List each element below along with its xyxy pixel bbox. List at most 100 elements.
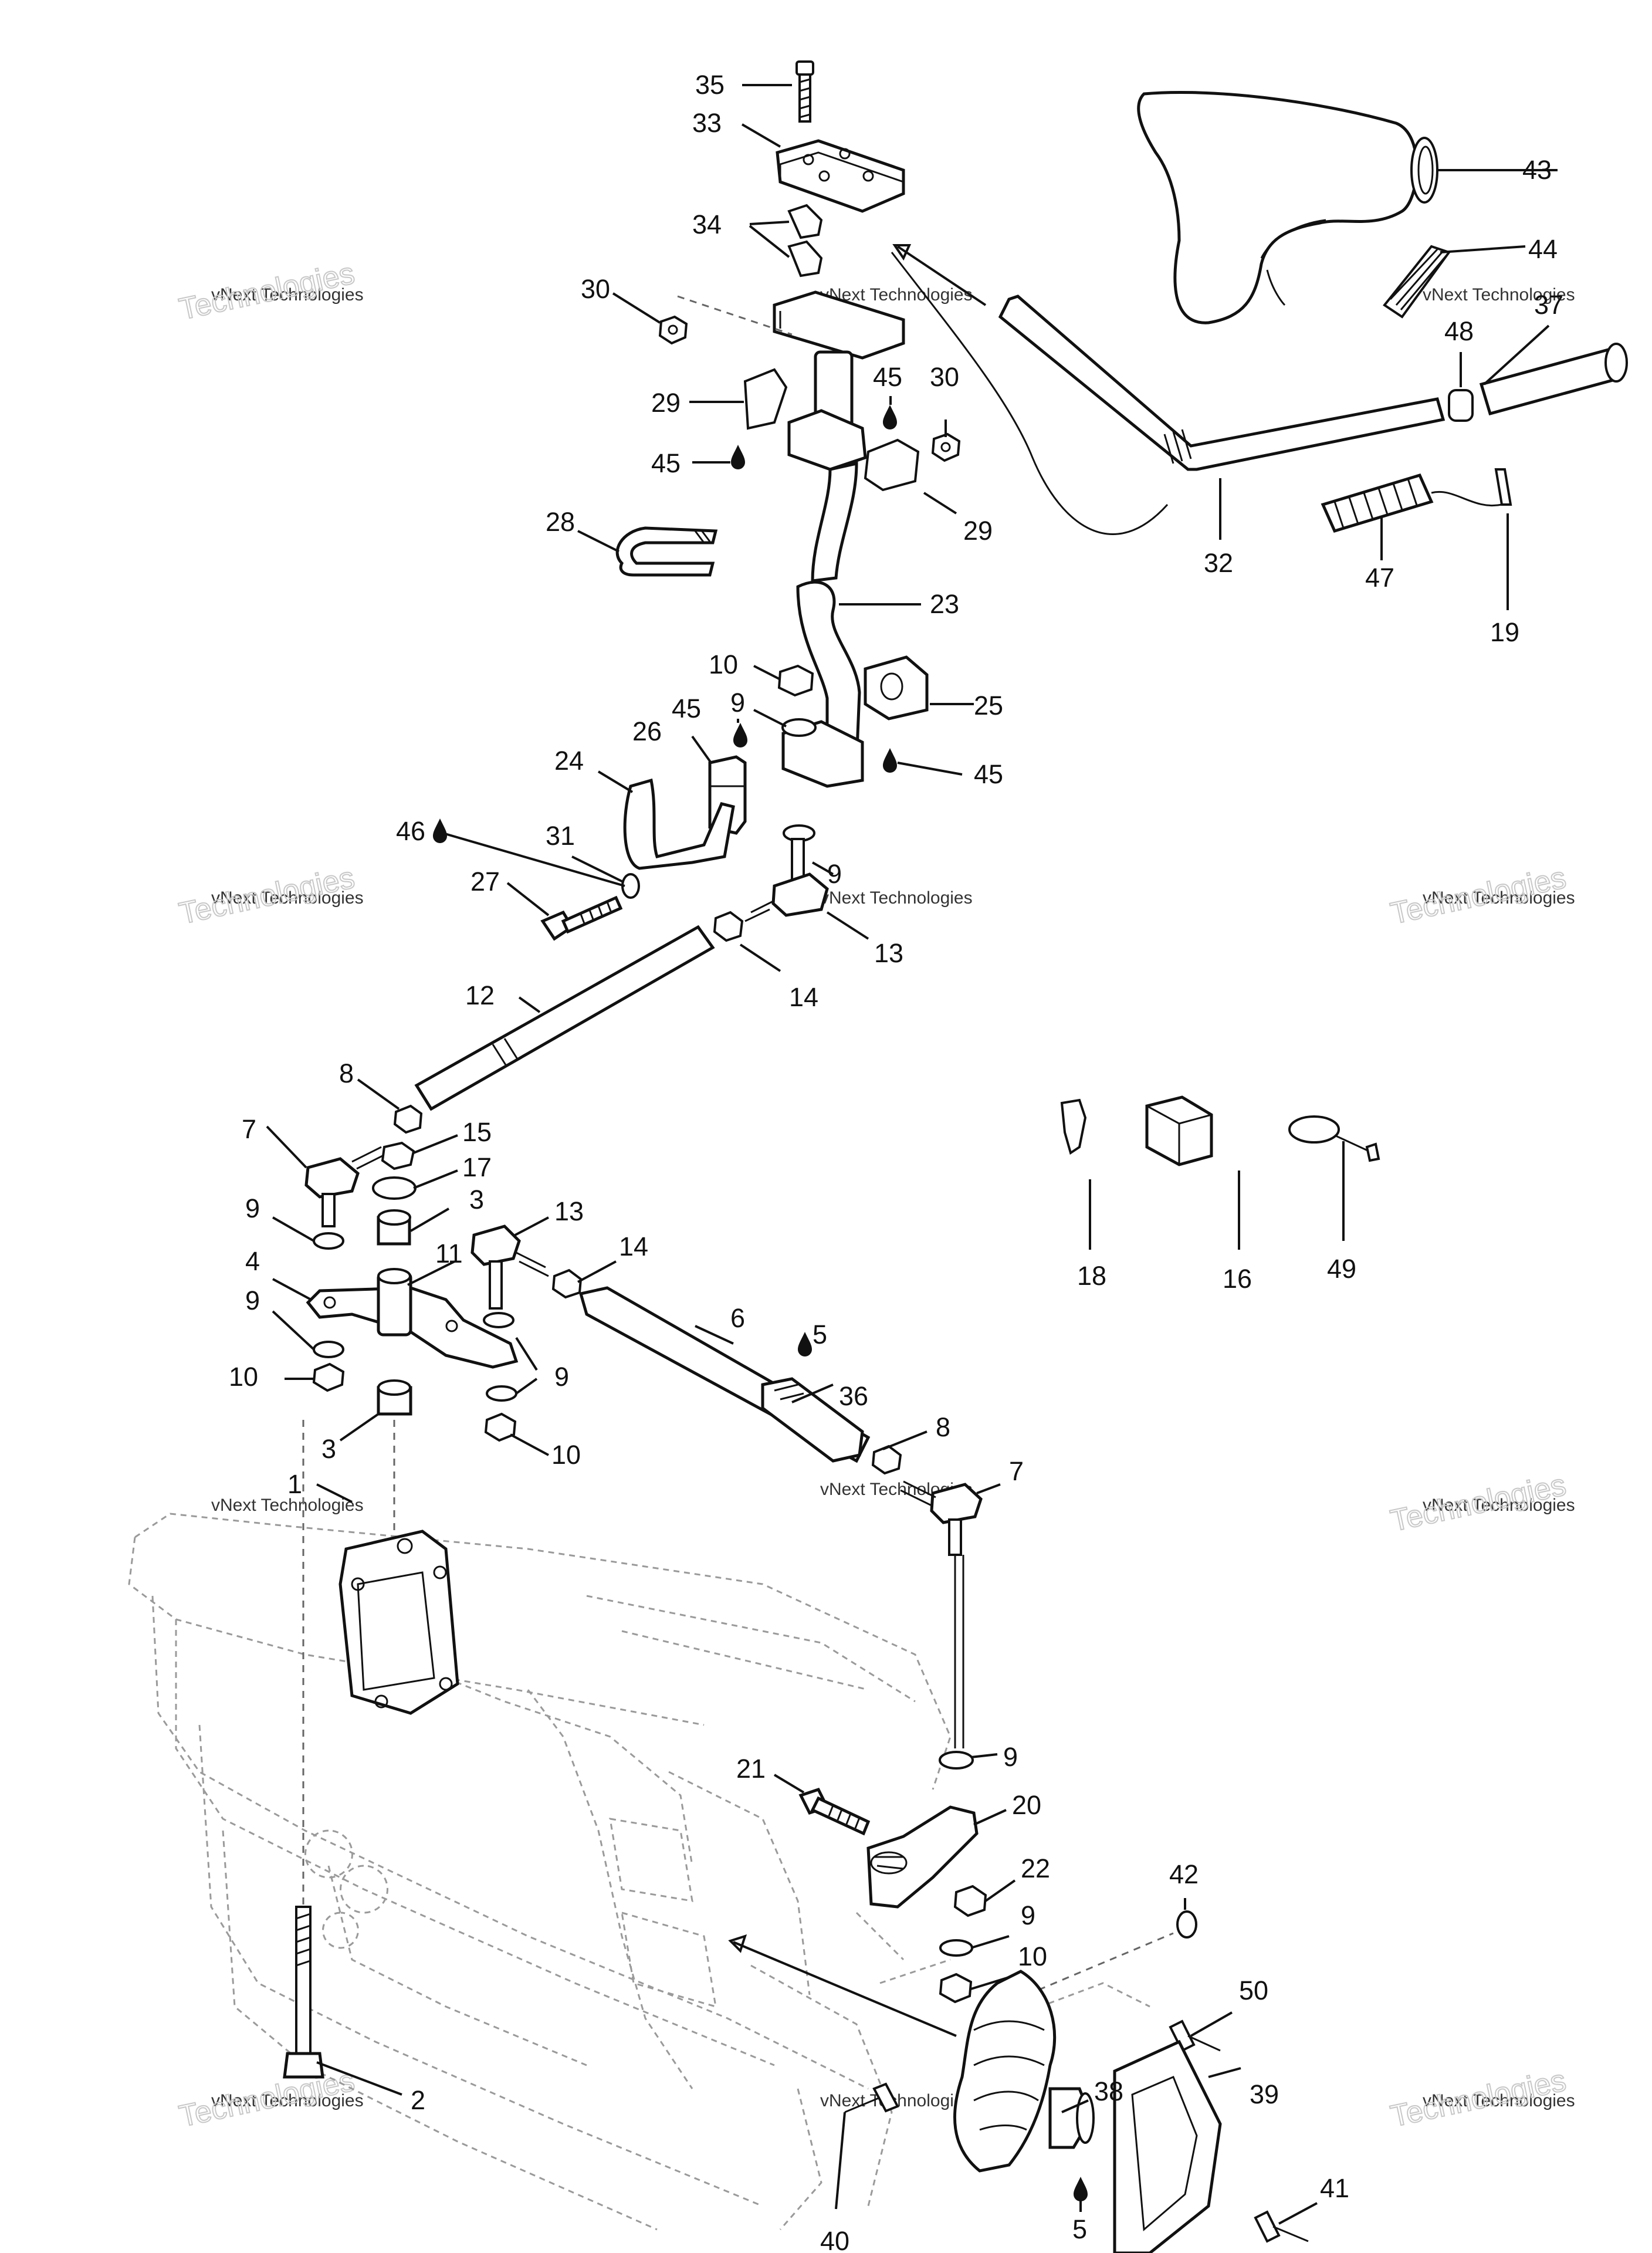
part-9-washer	[483, 1312, 514, 1328]
part-9-washer	[486, 1385, 517, 1402]
watermark-text: vNext Technologies	[1423, 1496, 1575, 1515]
part-35-bolt	[795, 60, 814, 123]
callout-50: 50	[1239, 1975, 1268, 2005]
part-column-clamp	[787, 409, 867, 471]
callout-9: 9	[245, 1193, 260, 1223]
callout-14: 14	[789, 982, 818, 1012]
callout-45: 45	[974, 759, 1003, 789]
callout-49: 49	[1327, 1254, 1356, 1284]
part-8-nut	[871, 1445, 902, 1475]
callout-17: 17	[462, 1152, 492, 1182]
callout-28: 28	[546, 507, 575, 537]
part-38-steering-boot	[953, 1970, 1095, 2173]
callout-45: 45	[873, 362, 902, 392]
part-9-washer	[313, 1341, 344, 1358]
callout-9: 9	[827, 859, 842, 889]
callout-9: 9	[730, 688, 745, 718]
watermark-text-outline: Technologies	[176, 2063, 357, 2134]
arrow-boot-to-frame	[733, 1941, 957, 2037]
callout-43: 43	[1522, 155, 1552, 185]
arrow-to-column	[896, 245, 987, 306]
callout-7: 7	[1009, 1456, 1024, 1486]
callout-44: 44	[1528, 234, 1558, 264]
callout-29: 29	[651, 388, 681, 418]
callout-31: 31	[546, 821, 575, 851]
watermark-text: vNext Technologies	[211, 1496, 364, 1515]
part-22-nut	[953, 1885, 987, 1917]
callout-23: 23	[930, 589, 959, 619]
arrow-boot-to-frame-head	[728, 1934, 747, 1953]
watermark-text-outline: Technologies	[176, 256, 357, 327]
callout-11: 11	[435, 1239, 463, 1268]
watermark: vNext Technologies Technologies	[175, 256, 363, 327]
part-10-nut	[777, 664, 814, 697]
part-15-nut	[381, 1141, 415, 1171]
callout-8: 8	[339, 1058, 354, 1088]
callout-2: 2	[411, 2085, 425, 2115]
part-49-cable-tie	[1288, 1115, 1380, 1162]
callout-19: 19	[1490, 617, 1519, 647]
part-40-rivet	[844, 2082, 899, 2113]
lubricant-drop-icon	[733, 723, 747, 747]
callout-24: 24	[554, 746, 584, 776]
callout-14: 14	[619, 1232, 648, 1261]
lubricant-drop-icon	[1074, 2177, 1088, 2201]
callout-45: 45	[672, 694, 701, 723]
part-33-clamp	[776, 139, 905, 213]
callout-9: 9	[1003, 1742, 1018, 1772]
callout-25: 25	[974, 691, 1003, 720]
callout-30: 30	[930, 362, 959, 392]
part-31-washer	[621, 873, 640, 899]
part-10-nut	[939, 1973, 973, 2004]
lubricant-drop-icon	[433, 818, 447, 843]
part-18-clip	[1060, 1098, 1087, 1155]
part-24-bracket	[623, 778, 735, 870]
watermark-text: vNext Technologies	[211, 888, 364, 908]
watermark-text-outline: Technologies	[1387, 1468, 1569, 1538]
callout-35: 35	[695, 70, 725, 100]
part-7-rod-end	[900, 1480, 983, 1556]
part-47-grip-heater	[1321, 468, 1512, 533]
callout-26: 26	[632, 716, 662, 746]
callout-5: 5	[1072, 2214, 1087, 2244]
watermark: vNext Technologies	[211, 1496, 364, 1515]
part-10-nut	[484, 1412, 517, 1442]
callout-41: 41	[1320, 2173, 1349, 2203]
part-48-ring	[1448, 389, 1474, 422]
callout-22: 22	[1021, 1853, 1050, 1883]
part-14-nut	[551, 1268, 583, 1299]
watermark-text: vNext Technologies	[1423, 888, 1575, 908]
callout-5: 5	[813, 1320, 827, 1349]
part-8-nut	[393, 1104, 423, 1134]
part-41-rivet	[1254, 2210, 1309, 2243]
part-34-split-bushing	[787, 204, 823, 278]
callout-9: 9	[554, 1362, 569, 1392]
part-6-tie-rod	[578, 1286, 871, 1463]
watermark: vNext Technologies	[820, 888, 973, 908]
callout-1: 1	[287, 1469, 302, 1499]
guide-dash	[1026, 1932, 1174, 1996]
part-3-bushing	[377, 1379, 412, 1416]
handlebar-cable	[891, 252, 1169, 535]
callout-20: 20	[1012, 1790, 1041, 1820]
callout-40: 40	[820, 2226, 849, 2253]
callout-13: 13	[554, 1196, 584, 1226]
watermark: vNext Technologies Technologies	[1387, 860, 1575, 932]
part-12-steering-rod	[414, 925, 715, 1111]
part-13-rod-end	[470, 1224, 549, 1310]
lubricant-drop-icon	[798, 1332, 812, 1356]
callout-37: 37	[1534, 290, 1563, 320]
callout-15: 15	[462, 1117, 492, 1147]
watermark-text: vNext Technologies	[211, 2091, 364, 2110]
callout-45: 45	[651, 448, 681, 478]
watermark-text: vNext Technologies	[1423, 285, 1575, 305]
callout-3: 3	[321, 1434, 336, 1464]
watermark-text-outline: Technologies	[1387, 2063, 1569, 2134]
callout-16: 16	[1223, 1264, 1252, 1294]
callout-13: 13	[874, 938, 903, 968]
callout-34: 34	[692, 209, 722, 239]
part-17-washer	[372, 1176, 417, 1200]
callout-12: 12	[465, 980, 495, 1010]
callout-4: 4	[245, 1246, 260, 1276]
